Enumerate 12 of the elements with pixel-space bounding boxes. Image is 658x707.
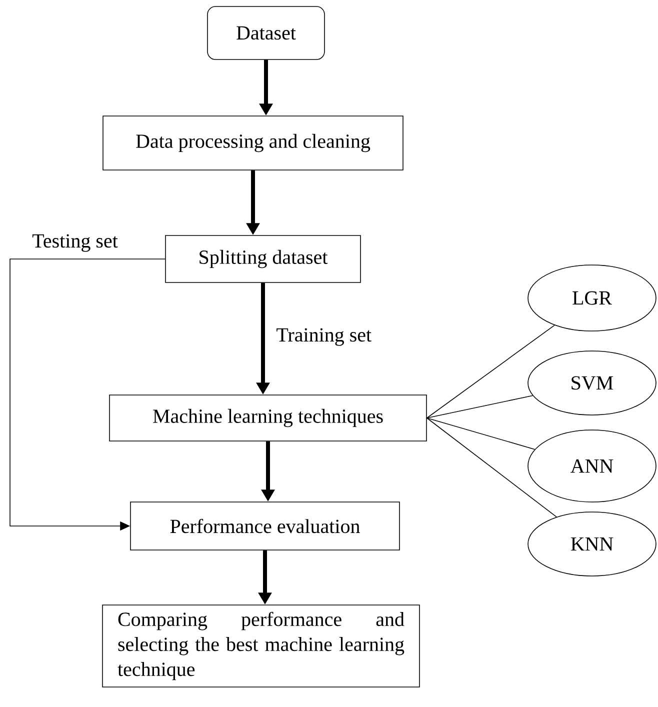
process-box: Comparing performance and selecting the best machine learning technique: [102, 604, 420, 688]
edge-label: Training set: [276, 328, 372, 346]
connector-line: [426, 324, 555, 418]
edge-label: Testing set: [32, 234, 118, 252]
connector-line: [426, 395, 534, 418]
process-box: Data processing and cleaning: [102, 116, 404, 170]
start-box: Dataset: [207, 6, 325, 60]
process-box: Splitting dataset: [165, 235, 361, 283]
connector-line: [426, 418, 557, 518]
process-box: Machine learning techniques: [109, 394, 427, 442]
connector-line: [426, 418, 536, 450]
process-box: Performance evaluation: [130, 502, 400, 550]
